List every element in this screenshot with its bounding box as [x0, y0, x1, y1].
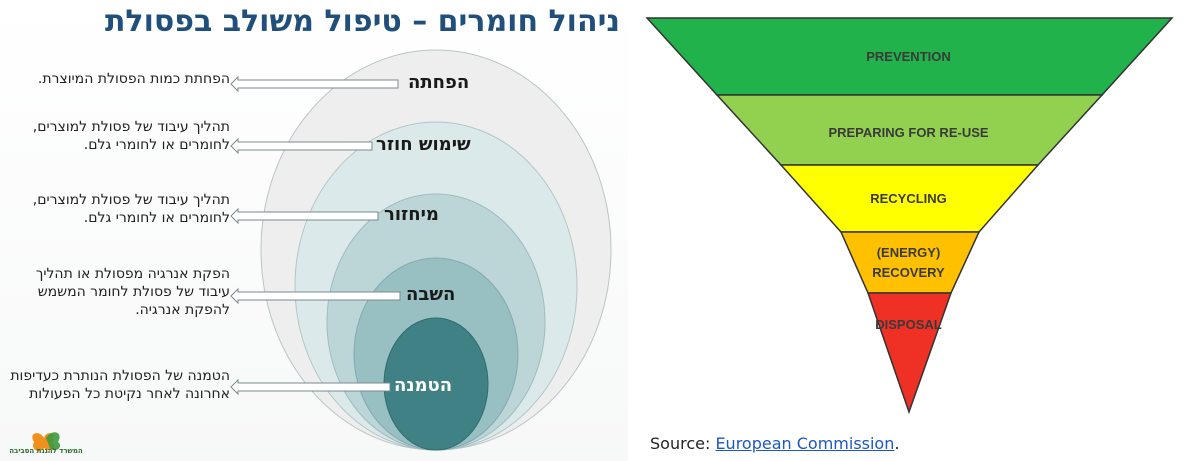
ministry-name: המשרד להגנת הסביבה — [9, 447, 83, 455]
arrow-1 — [230, 75, 399, 93]
source-suffix: . — [894, 434, 900, 453]
source-prefix: Source: — [650, 434, 716, 453]
label-recycling: מיחזור — [384, 204, 439, 225]
arrow-5 — [230, 378, 391, 396]
tier-label-recycling: RECYCLING — [870, 191, 947, 206]
hebrew-waste-slide: ניהול חומרים – טיפול משולב בפסולת הפחתה … — [0, 0, 628, 461]
tier-label-preparing-for-reuse: PREPARING FOR RE-USE — [828, 125, 989, 140]
label-reduction: הפחתה — [408, 72, 470, 93]
tier-label-recovery: RECOVERY — [872, 265, 945, 280]
slide-title: ניהול חומרים – טיפול משולב בפסולת — [104, 4, 620, 39]
nested-circles-diagram — [230, 49, 612, 451]
source-link[interactable]: European Commission — [715, 434, 895, 453]
tier-label-disposal: DISPOSAL — [875, 317, 942, 332]
label-landfill: הטמנה — [394, 375, 453, 396]
description-recovery: הפקת אנרגיה מפסולת או תהליך עיבוד של פסו… — [35, 266, 230, 318]
arrow-3 — [230, 207, 379, 225]
tier-disposal — [866, 292, 953, 415]
tier-label-energy: (ENERGY) — [876, 245, 941, 260]
description-landfill: הטמנה של הפסולת הנותרת כעדיפות אחרונה לא… — [10, 368, 230, 402]
tier-label-prevention: PREVENTION — [866, 49, 951, 64]
tier-energy-recovery — [839, 231, 981, 294]
label-recovery: השבה — [406, 284, 456, 305]
description-reuse: תהליך עיבוד של פסולת למוצרים, לחומרים או… — [32, 119, 230, 153]
arrow-4 — [230, 287, 401, 305]
waste-hierarchy-pyramid — [645, 17, 1174, 415]
waste-hierarchy-panel: PREVENTION PREPARING FOR RE-USE RECYCLIN… — [628, 0, 1189, 461]
source-note: Source: European Commission. — [650, 434, 899, 453]
description-reduction: הפחתת כמות הפסולת המיוצרת. — [37, 71, 230, 87]
ministry-logo-icon — [32, 432, 61, 451]
arrow-2 — [230, 137, 373, 155]
label-reuse: שימוש חוזר — [376, 134, 471, 155]
description-recycling: תהליך עיבוד של פסולת למוצרים, לחומרים או… — [32, 192, 230, 226]
